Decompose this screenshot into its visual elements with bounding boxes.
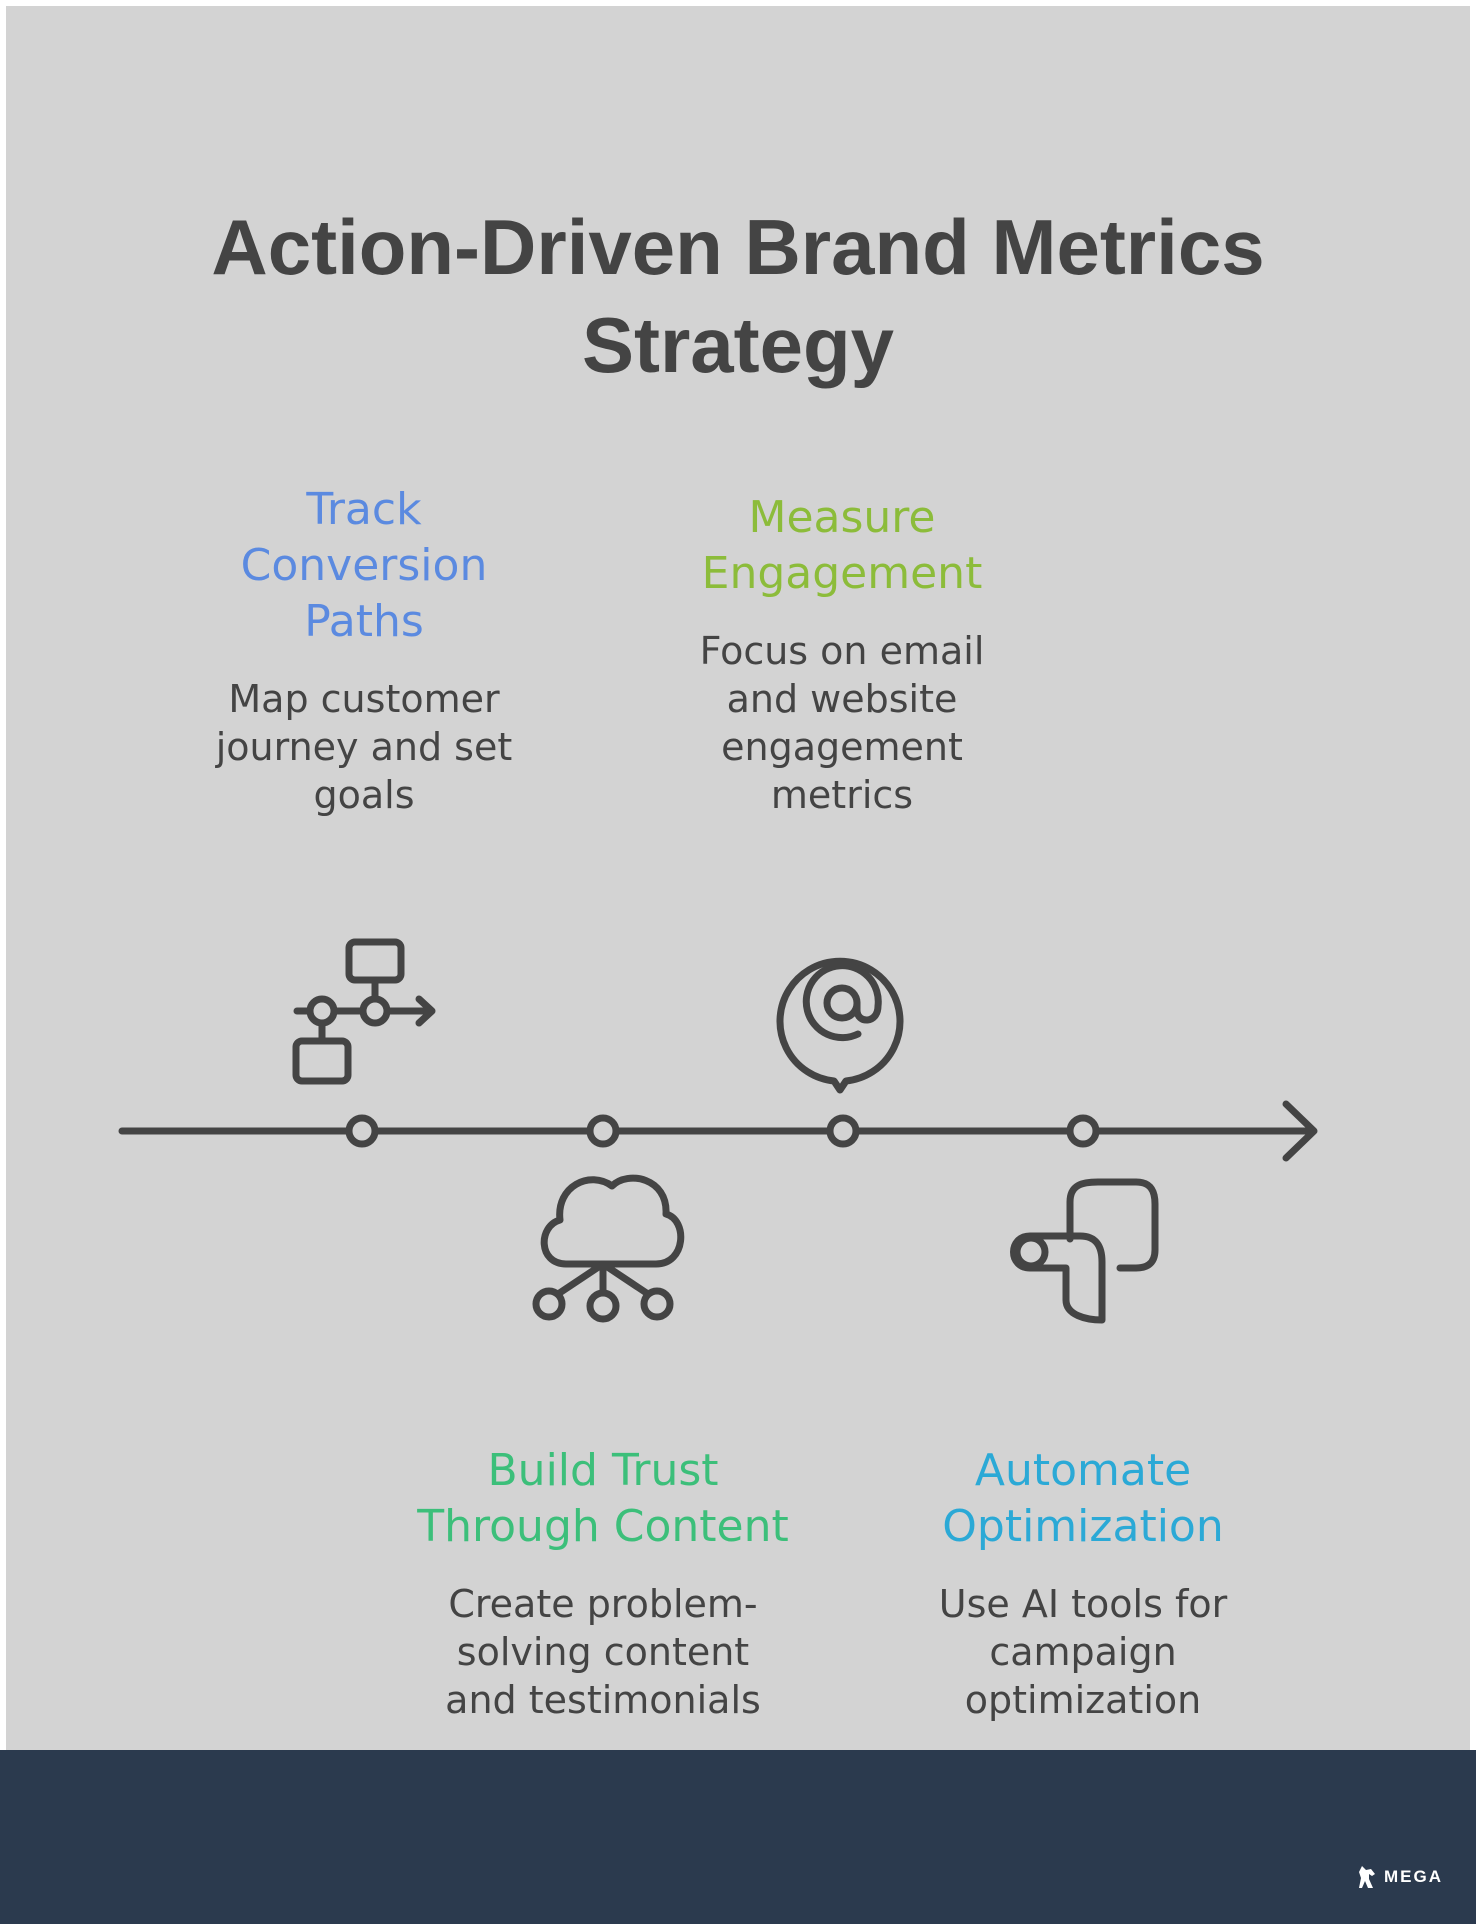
timeline-node-1: [345, 1114, 379, 1148]
step-1-desc-line: goals: [313, 773, 415, 817]
step-4-title-line: Optimization: [942, 1501, 1224, 1552]
timeline-node-2: [586, 1114, 620, 1148]
step-2-title-line: Through Content: [417, 1501, 789, 1552]
step-1-desc-line: Map customer: [228, 677, 500, 721]
step-3-title: Measure Engagement: [672, 490, 1012, 602]
step-1-description: Map customer journey and set goals: [196, 675, 532, 819]
cloud-network-icon: [532, 1174, 685, 1323]
title-line-2: Strategy: [581, 301, 895, 389]
step-4-title-line: Automate: [974, 1445, 1192, 1496]
step-1-title-line: Track: [306, 484, 422, 535]
step-4-description: Use AI tools for campaign optimization: [903, 1580, 1263, 1724]
brand-logo-text: MEGA: [1384, 1867, 1443, 1886]
step-3-desc-line: Focus on email: [699, 629, 985, 673]
step-3-title-line: Measure: [748, 492, 936, 543]
step-3-description: Focus on email and website engagement me…: [672, 627, 1012, 819]
timeline-node-4: [1066, 1114, 1100, 1148]
timeline-arrowhead: [1282, 1100, 1318, 1162]
step-1-title-line: Conversion: [240, 540, 488, 591]
step-3-desc-line: metrics: [770, 773, 914, 817]
optimization-icon: [1010, 1178, 1159, 1324]
horse-logo-icon: [1359, 1866, 1375, 1888]
step-2-description: Create problem- solving content and test…: [423, 1580, 783, 1724]
step-1-title-line: Paths: [304, 596, 424, 647]
step-4-desc-line: optimization: [964, 1678, 1202, 1722]
step-3-desc-line: and website: [726, 677, 958, 721]
at-sign-icon: [776, 957, 904, 1094]
page-title: Action-Driven Brand Metrics Strategy: [6, 198, 1470, 394]
step-1-title: Track Conversion Paths: [212, 482, 516, 650]
footer-bar: [0, 1750, 1476, 1924]
step-2-title: Build Trust Through Content: [403, 1443, 803, 1555]
timeline-node-3: [826, 1114, 860, 1148]
title-line-1: Action-Driven Brand Metrics: [211, 203, 1265, 291]
brand-logo: MEGA: [1356, 1864, 1443, 1890]
step-3-desc-line: engagement: [721, 725, 963, 769]
infographic-panel: [6, 6, 1470, 1750]
step-2-desc-line: solving content: [456, 1630, 750, 1674]
step-2-desc-line: Create problem-: [448, 1582, 758, 1626]
step-4-desc-line: Use AI tools for: [938, 1582, 1228, 1626]
step-3-title-line: Engagement: [701, 548, 983, 599]
step-2-title-line: Build Trust: [487, 1445, 719, 1496]
step-4-desc-line: campaign: [989, 1630, 1177, 1674]
step-4-title: Automate Optimization: [903, 1443, 1263, 1555]
workflow-icon: [292, 938, 436, 1085]
step-1-desc-line: journey and set: [215, 725, 513, 769]
step-2-desc-line: and testimonials: [445, 1678, 761, 1722]
